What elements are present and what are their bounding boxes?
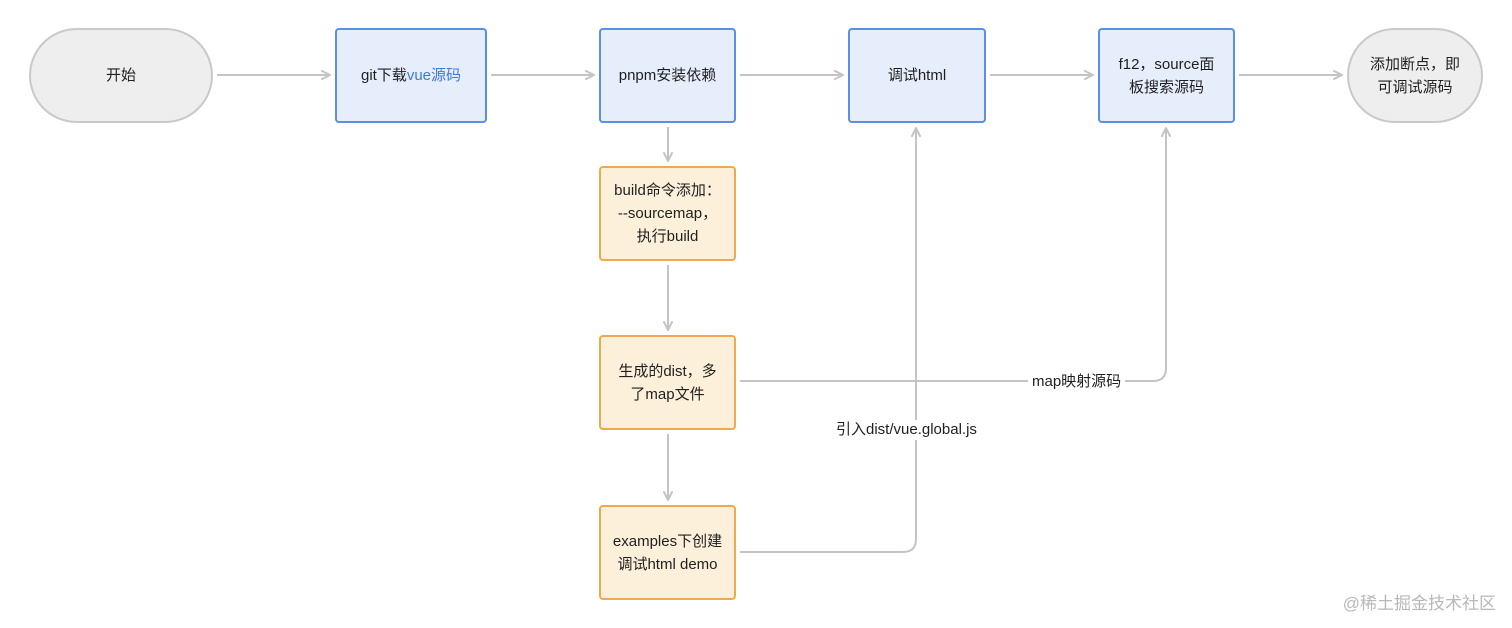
vue-source-highlight: vue源码 <box>406 67 462 84</box>
start-node: 开始 <box>29 28 213 123</box>
build-command-label: build命令添加： --sourcemap， 执行build <box>614 182 721 245</box>
f12-source-node: f12，source面 板搜索源码 <box>1098 28 1235 123</box>
import-dist-label: 引入dist/vue.global.js <box>832 420 981 440</box>
git-download-label: git下载vue源码 <box>361 64 461 87</box>
pnpm-install-node: pnpm安装依赖 <box>599 28 736 123</box>
debug-html-label: 调试html <box>887 67 947 84</box>
start-node-label: 开始 <box>105 67 136 84</box>
git-download-node: git下载vue源码 <box>335 28 487 123</box>
edge-dist-to-f12 <box>740 127 1171 382</box>
generated-dist-node: 生成的dist，多 了map文件 <box>599 335 736 430</box>
pnpm-install-label: pnpm安装依赖 <box>618 67 717 84</box>
debug-html-node: 调试html <box>848 28 986 123</box>
add-breakpoint-label: 添加断点，即 可调试源码 <box>1369 55 1460 96</box>
git-download-prefix: git下载 <box>360 67 407 84</box>
generated-dist-label: 生成的dist，多 了map文件 <box>618 362 717 403</box>
examples-demo-node: examples下创建 调试html demo <box>599 505 736 600</box>
build-command-node: build命令添加： --sourcemap， 执行build <box>599 166 736 261</box>
edge-examples-to-debug <box>740 127 921 553</box>
examples-demo-label: examples下创建 调试html demo <box>612 532 723 573</box>
watermark: @稀土掘金技术社区 <box>1342 594 1496 613</box>
f12-source-label: f12，source面 板搜索源码 <box>1118 55 1215 96</box>
add-breakpoint-node: 添加断点，即 可调试源码 <box>1347 28 1483 123</box>
map-mapping-label: map映射源码 <box>1028 372 1126 392</box>
